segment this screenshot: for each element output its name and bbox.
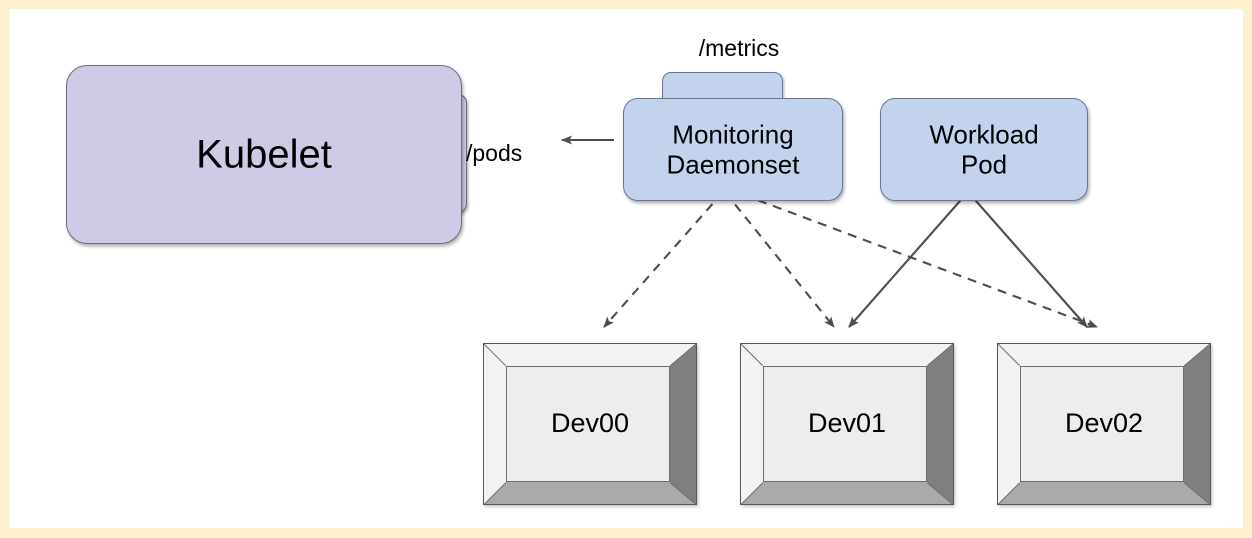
metrics-endpoint-label: /metrics [698,35,780,61]
diagram-stage: Kubelet /pods /metrics Monitoring Daemon… [9,9,1243,528]
edge-workload-to-dev01 [848,192,968,328]
workload-pod-label: Workload Pod [929,118,1039,180]
device-node-dev00[interactable]: Dev00 [483,343,697,505]
workload-pod-node[interactable]: Workload Pod [880,98,1088,201]
device-node-dev02[interactable]: Dev02 [997,343,1211,505]
device-node-dev01[interactable]: Dev01 [740,343,954,505]
monitoring-daemonset-label: Monitoring Daemonset [666,118,800,180]
pods-endpoint-label: /pods [466,140,523,166]
edge-monitoring-to-dev01 [724,191,835,328]
device-face [506,366,670,482]
kubelet-node[interactable]: Kubelet [66,65,462,244]
device-face [763,366,927,482]
monitoring-daemonset-node[interactable]: Monitoring Daemonset [623,98,843,201]
edge-monitoring-to-dev00 [603,191,724,328]
edge-monitoring-to-dev02 [727,188,1098,328]
edge-workload-to-dev02 [968,192,1088,328]
device-face [1020,366,1184,482]
kubelet-label: Kubelet [196,131,332,176]
